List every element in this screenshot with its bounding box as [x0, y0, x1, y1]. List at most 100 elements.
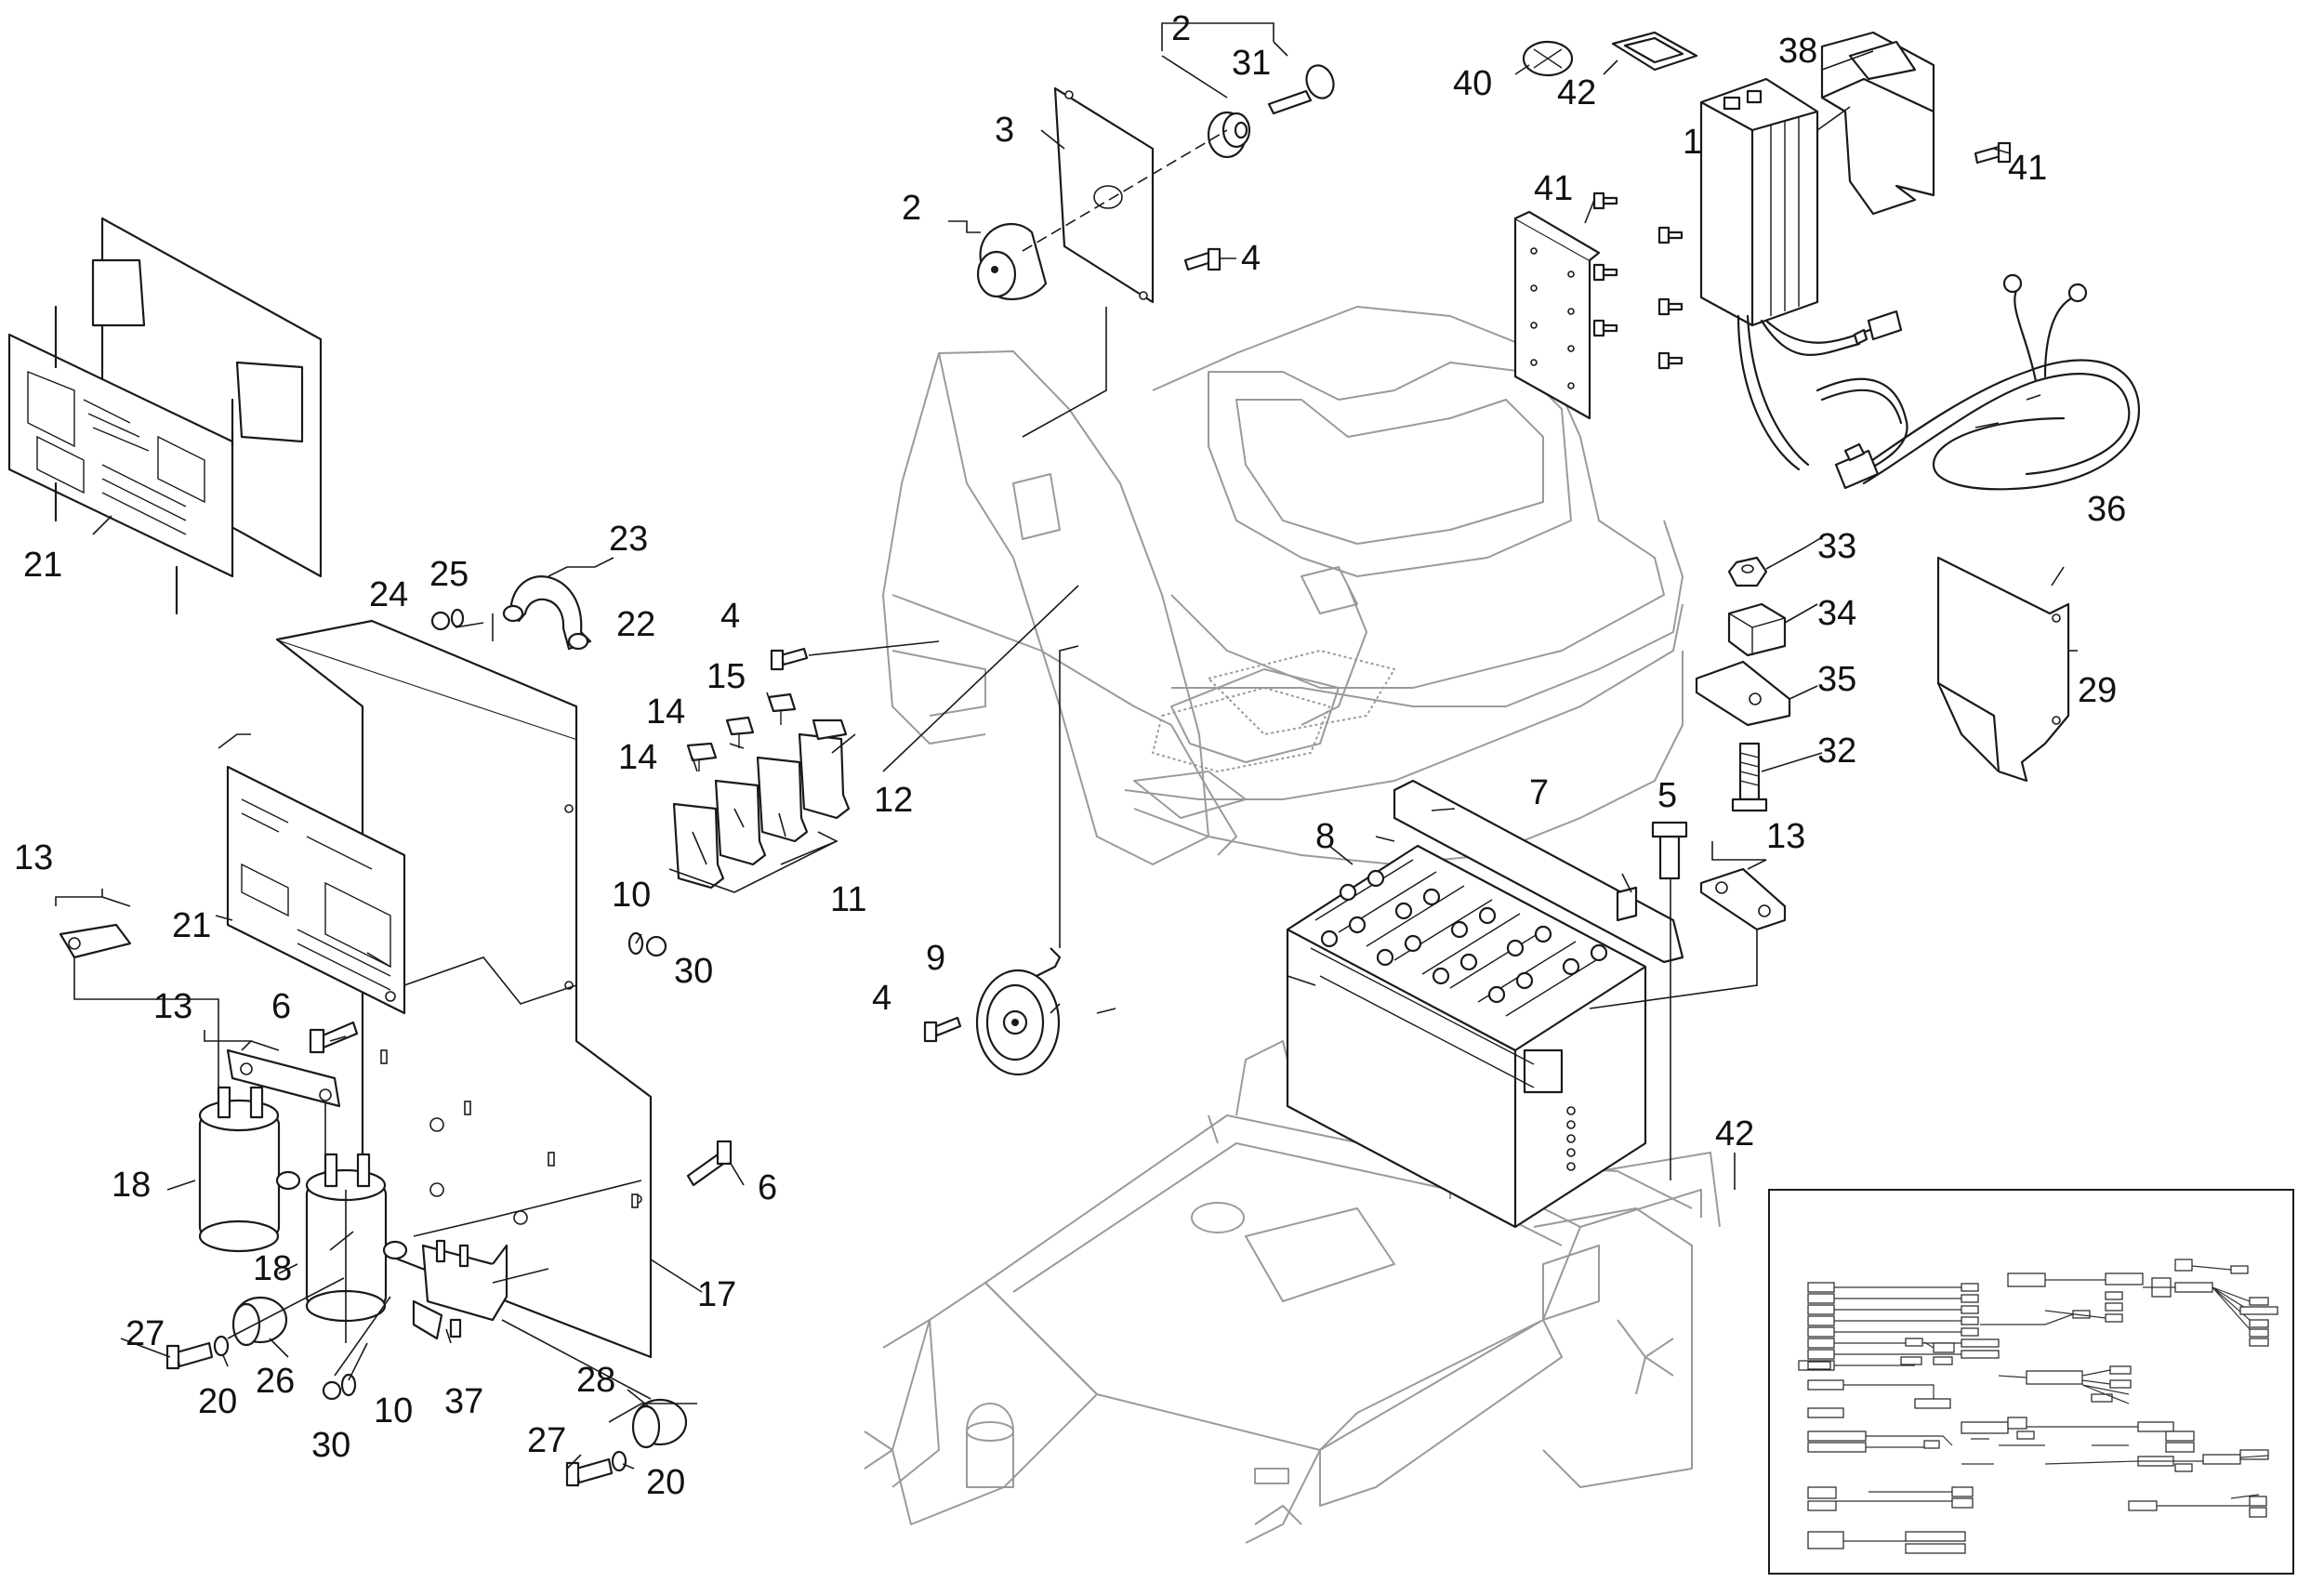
- callout-6-left: 6: [271, 987, 291, 1026]
- callout-22: 22: [616, 605, 655, 644]
- callout-26: 26: [256, 1362, 295, 1401]
- nut-30-lower: [322, 1380, 342, 1401]
- callout-34: 34: [1817, 594, 1856, 633]
- wiring-schematic: [1798, 1259, 2278, 1554]
- callout-17: 17: [697, 1275, 736, 1314]
- ignition-switch-2: [976, 223, 1048, 300]
- charger-bracket-38: [1820, 31, 1935, 216]
- screws-41-set: [1592, 191, 1684, 370]
- callout-33: 33: [1817, 527, 1856, 566]
- rubber-mount-26: [231, 1296, 288, 1347]
- callout-31: 31: [1232, 44, 1271, 83]
- callout-9: 9: [926, 939, 945, 978]
- callout-13-top-left: 13: [14, 838, 53, 877]
- callout-4-top: 4: [1241, 239, 1261, 278]
- board-standoffs: [54, 305, 234, 615]
- bolt-32: [1731, 742, 1768, 812]
- fuse-14-right: [725, 716, 755, 748]
- battery-indicator-holes: [1566, 1106, 1576, 1171]
- cover-29: [1936, 556, 2070, 783]
- circuit-board-assembly-21: [7, 217, 323, 615]
- callout-5: 5: [1657, 776, 1677, 815]
- relay-37: [412, 1239, 508, 1340]
- callout-15: 15: [706, 657, 746, 696]
- bolt-5: [1651, 821, 1688, 880]
- grommet-40: [1522, 40, 1574, 77]
- callout-18-left: 18: [112, 1166, 151, 1205]
- retaining-bar-7: [1393, 779, 1684, 964]
- callout-30-upper: 30: [674, 952, 713, 991]
- nut-30-upper: [645, 935, 667, 957]
- clamp-22: [502, 575, 592, 651]
- battery-cells: [1310, 859, 1604, 1088]
- lock-cylinder-2: [1207, 111, 1251, 159]
- callout-28: 28: [576, 1361, 615, 1400]
- callout-13-right: 13: [1766, 817, 1805, 856]
- callout-14-upper: 14: [646, 692, 685, 732]
- callout-12: 12: [874, 781, 913, 820]
- callout-42-box: 42: [1715, 1114, 1754, 1154]
- nut-33: [1727, 556, 1768, 587]
- callout-41-left: 41: [1534, 169, 1573, 208]
- fuse-15: [767, 692, 797, 725]
- callout-42-top: 42: [1557, 73, 1596, 112]
- switch-plate-3: [1053, 86, 1155, 304]
- fuse-14-left: [686, 742, 718, 771]
- callout-4-horn: 4: [872, 979, 891, 1018]
- plate-35: [1695, 660, 1791, 727]
- wiring-diagram-42: [1768, 1189, 2294, 1575]
- callout-25: 25: [429, 555, 469, 594]
- callout-20-right: 20: [646, 1463, 685, 1502]
- callout-29: 29: [2078, 671, 2117, 710]
- chassis-frame: [864, 1040, 1721, 1544]
- bracket-13-top-left: [59, 923, 132, 959]
- callout-labels: 2 31 3 2 4 40 42 38 1 41 41 36 33 34 35 …: [14, 9, 2126, 1502]
- callout-leaders: [55, 22, 2078, 1470]
- callout-41-right: 41: [2008, 149, 2047, 188]
- washer-10-lower: [340, 1373, 357, 1397]
- callout-13-middle: 13: [153, 987, 192, 1026]
- battery-terminals: [1320, 869, 1608, 1004]
- screw-27-right: [565, 1457, 614, 1487]
- rubber-mount-28: [631, 1398, 688, 1449]
- callout-37: 37: [444, 1382, 483, 1421]
- washer-25: [450, 608, 465, 628]
- callout-40: 40: [1453, 64, 1492, 103]
- label-42-top: [1611, 31, 1698, 72]
- floor-grille: [1152, 650, 1395, 772]
- horn-9: [975, 947, 1062, 1076]
- callout-2-left: 2: [902, 189, 921, 228]
- callout-20-left: 20: [198, 1382, 237, 1421]
- washer-20-left: [213, 1335, 230, 1357]
- callout-11: 11: [830, 880, 866, 919]
- callout-24: 24: [369, 575, 408, 614]
- callout-23: 23: [609, 520, 648, 559]
- screw-6-right: [686, 1140, 733, 1187]
- screw-4-middle: [770, 647, 809, 671]
- callout-36: 36: [2087, 490, 2126, 529]
- callout-8: 8: [1315, 817, 1335, 856]
- screw-4-horn: [923, 1016, 962, 1043]
- callout-14-lower: 14: [618, 738, 657, 777]
- screw-41-right: [1974, 141, 2012, 165]
- solenoid-18-left: [198, 1086, 301, 1253]
- washer-20-right: [611, 1450, 627, 1472]
- callout-35: 35: [1817, 660, 1856, 699]
- fuse-holder-set-11: [672, 718, 851, 890]
- callout-32: 32: [1817, 732, 1856, 771]
- callout-2-top: 2: [1171, 9, 1191, 48]
- callout-6-right: 6: [758, 1168, 777, 1207]
- callout-21-top: 21: [23, 546, 62, 585]
- machine-body-outline: [882, 306, 1684, 865]
- rubber-block-34: [1727, 602, 1787, 657]
- screw-6-left: [309, 1021, 359, 1054]
- callout-10-lower: 10: [374, 1391, 413, 1430]
- bracket-13-middle: [226, 1048, 341, 1108]
- callout-1: 1: [1683, 123, 1702, 162]
- charger-fins: [1770, 116, 1800, 316]
- callout-21-lower: 21: [172, 906, 211, 945]
- charger-cables-36: [1736, 273, 2141, 491]
- nut-24: [430, 611, 451, 631]
- mount-plate: [1513, 210, 1601, 420]
